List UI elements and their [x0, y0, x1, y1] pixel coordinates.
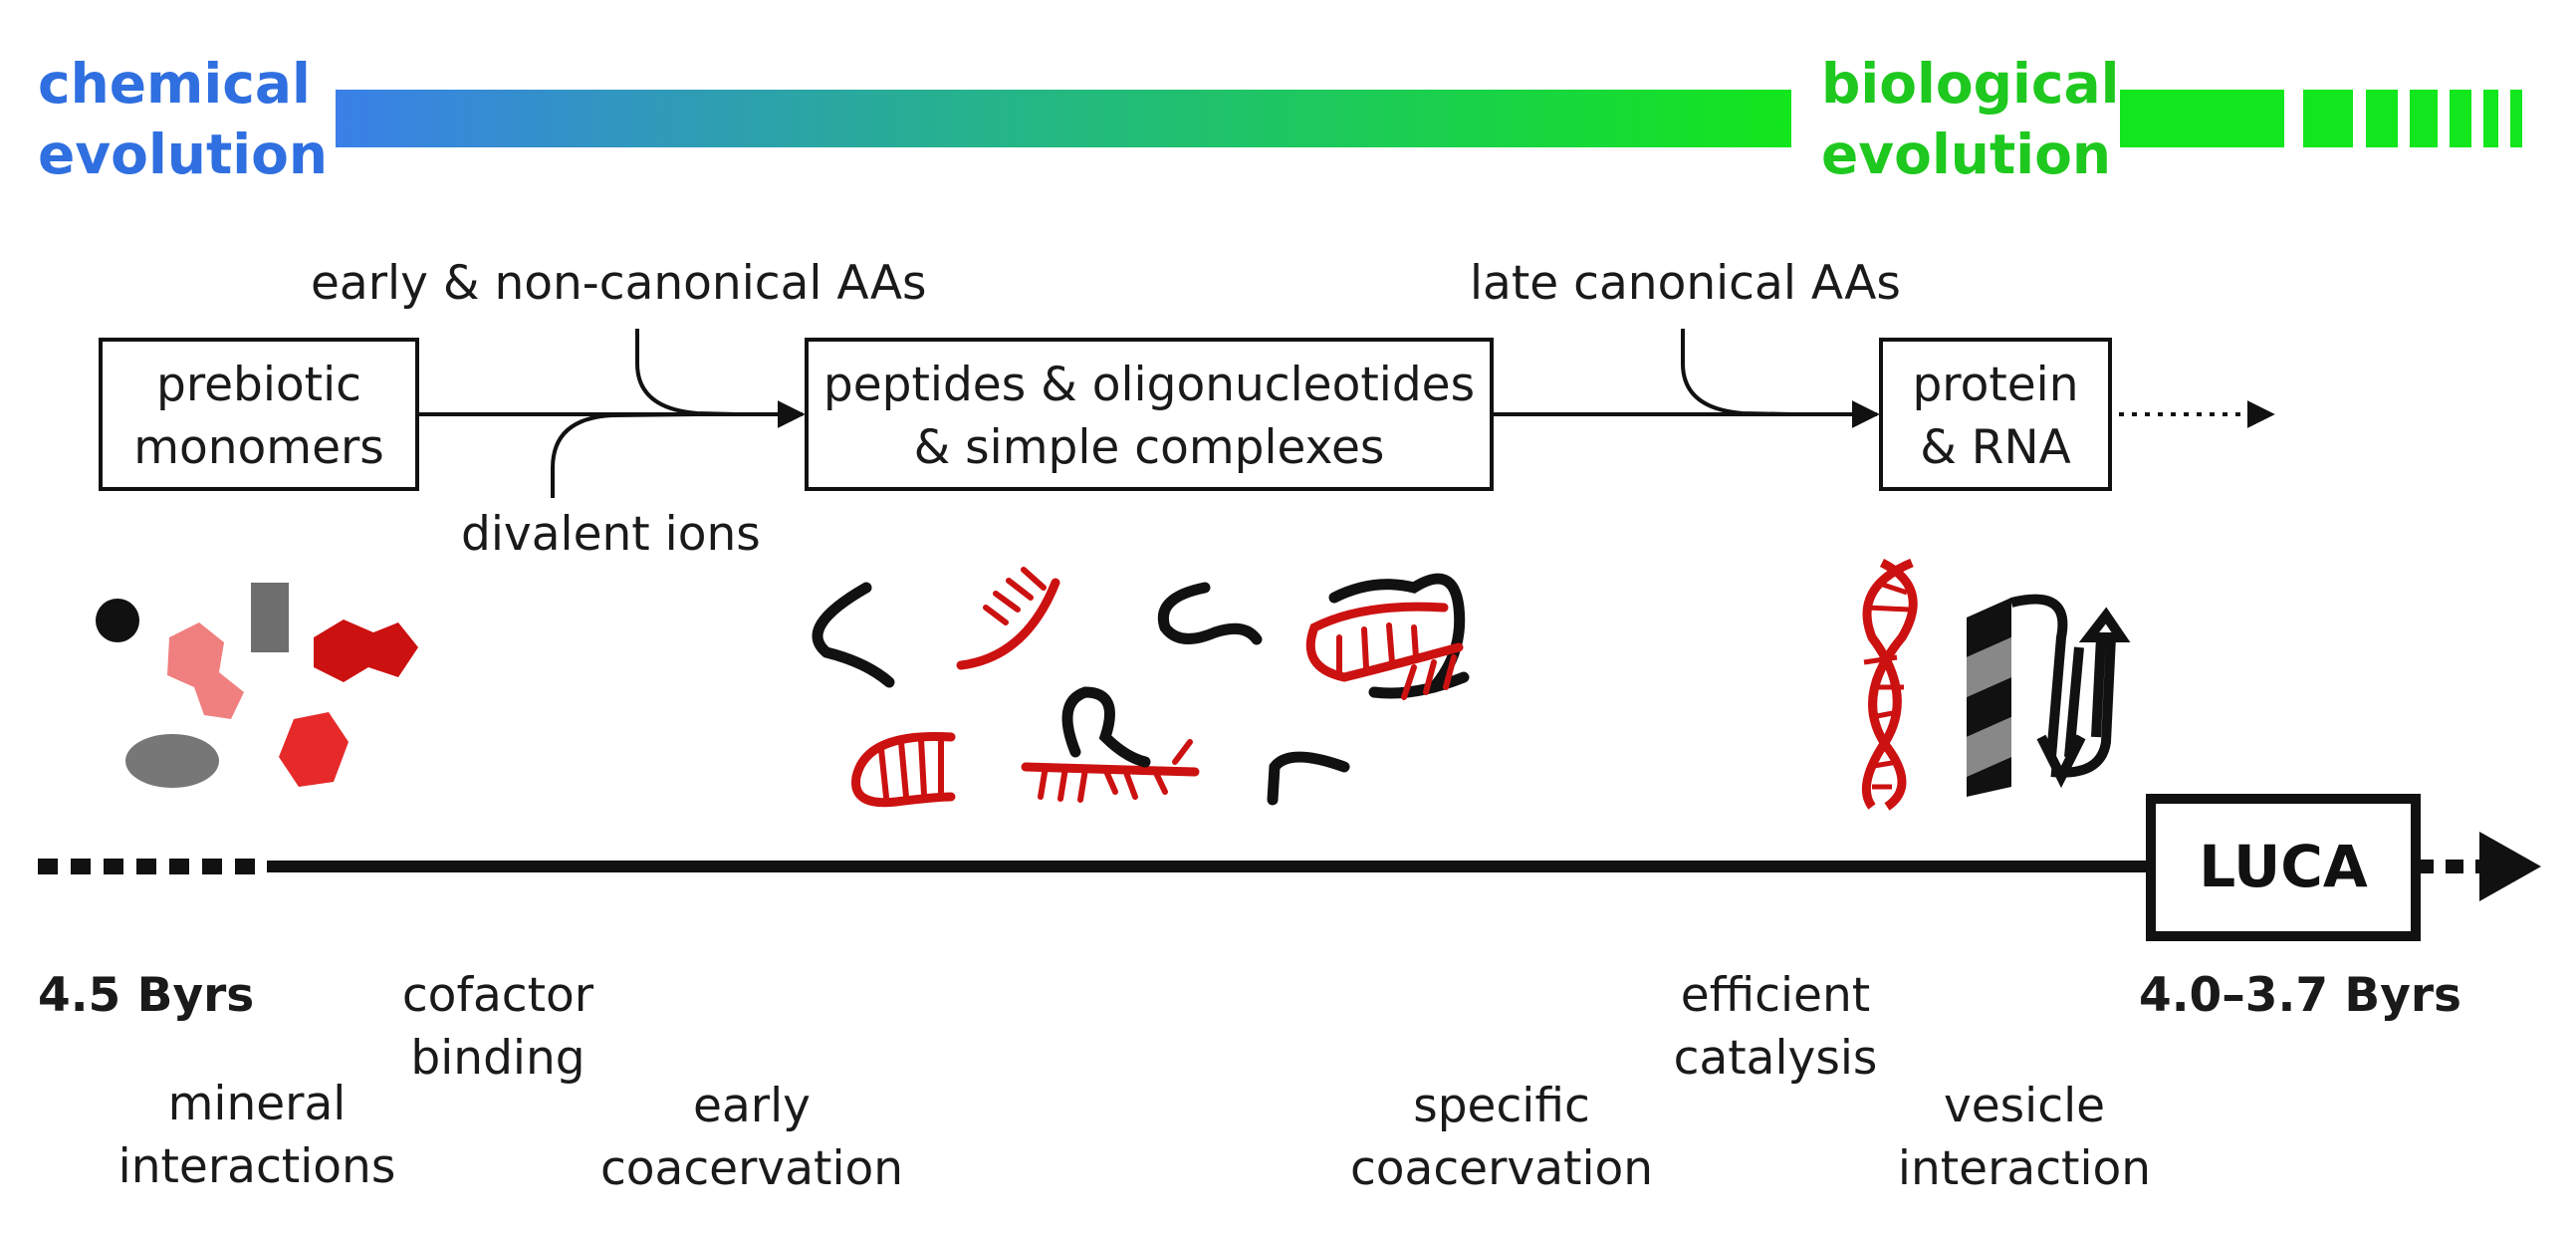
- specific-coacervation-line1: specific: [1413, 1079, 1590, 1133]
- end-time-label: 4.0–3.7 Byrs: [2139, 968, 2461, 1023]
- cofactor-binding-line2: binding: [410, 1031, 585, 1086]
- early-noncanonical-aas-label: early & non-canonical AAs: [311, 256, 927, 311]
- timeline-labels: 4.5 Byrs 4.0–3.7 Byrs cofactor binding m…: [38, 968, 2461, 1196]
- box3-text-line2: & RNA: [1920, 420, 2071, 475]
- early-coacervation-line2: coacervation: [600, 1141, 903, 1196]
- black-peptide-loop-icon: [1061, 686, 1151, 768]
- late-canonical-aas-label: late canonical AAs: [1470, 256, 1901, 311]
- protein-rna-box: [1879, 338, 2112, 491]
- mineral-interactions-line2: interactions: [118, 1139, 396, 1194]
- luca-box: [2146, 794, 2421, 941]
- cofactor-binding-line1: cofactor: [402, 968, 594, 1023]
- monomer-icons: [96, 583, 418, 788]
- black-peptide-strand-icon-2: [1158, 582, 1263, 645]
- chemical-evolution-label-line1: chemical: [38, 52, 311, 116]
- peptide-rna-complex-icon: [1305, 573, 1470, 700]
- efficient-catalysis-line1: efficient: [1681, 968, 1870, 1023]
- divalent-ions-merge-curve: [551, 412, 698, 498]
- rna-double-helix-icon: [1861, 558, 1918, 811]
- start-time-label: 4.5 Byrs: [38, 968, 254, 1023]
- protein-rna-icons: [1861, 558, 2131, 811]
- evolution-header: chemical evolution biological evolution: [38, 52, 2522, 186]
- luca-label: LUCA: [2199, 833, 2368, 900]
- red-double-ring-icon: [314, 619, 418, 682]
- black-peptide-strand-icon-1: [812, 582, 895, 688]
- flow-row: [99, 329, 2275, 498]
- gray-ellipse-icon: [125, 734, 219, 788]
- early-coacervation-line1: early: [693, 1079, 811, 1133]
- protein-helix-sheet-icon: [1967, 594, 2131, 797]
- pink-fused-hexagons-icon: [167, 622, 244, 719]
- red-hexagon-icon: [279, 712, 349, 787]
- box1-text-line2: monomers: [133, 420, 384, 475]
- box3-text-line1: protein: [1912, 358, 2078, 412]
- biological-evolution-label-line2: evolution: [1821, 123, 2111, 186]
- oligomer-icons: [812, 567, 1470, 808]
- biological-dashed-bar: [2120, 90, 2522, 147]
- box2-text-line2: & simple complexes: [914, 420, 1385, 475]
- red-rna-hairpin-icon-1: [956, 567, 1060, 670]
- evolution-gradient-bar: [336, 90, 1791, 147]
- box2-text-line1: peptides & oligonucleotides: [823, 358, 1475, 412]
- efficient-catalysis-line2: catalysis: [1674, 1031, 1878, 1086]
- red-rna-strand-icon-3: [1021, 739, 1200, 803]
- mineral-interactions-line1: mineral: [168, 1077, 347, 1131]
- late-aas-merge-curve: [1681, 329, 1793, 416]
- divalent-ions-label: divalent ions: [461, 507, 761, 562]
- biological-evolution-label-line1: biological: [1821, 52, 2119, 116]
- gray-rectangle-icon: [251, 583, 289, 652]
- early-aas-merge-curve: [635, 329, 738, 416]
- red-rna-hairpin-icon-2: [851, 732, 956, 808]
- black-peptide-strand-icon-3: [1267, 751, 1350, 806]
- black-circle-icon: [96, 599, 139, 642]
- specific-coacervation-line2: coacervation: [1350, 1141, 1653, 1196]
- timeline-arrowhead-icon: [2479, 832, 2541, 901]
- flow-labels: prebiotic monomers peptides & oligonucle…: [133, 256, 2078, 562]
- box1-text-line1: prebiotic: [156, 358, 361, 412]
- chemical-evolution-label-line2: evolution: [38, 123, 328, 186]
- vesicle-interaction-line2: interaction: [1898, 1141, 2151, 1196]
- timeline: LUCA: [38, 794, 2541, 941]
- vesicle-interaction-line1: vesicle: [1944, 1079, 2105, 1133]
